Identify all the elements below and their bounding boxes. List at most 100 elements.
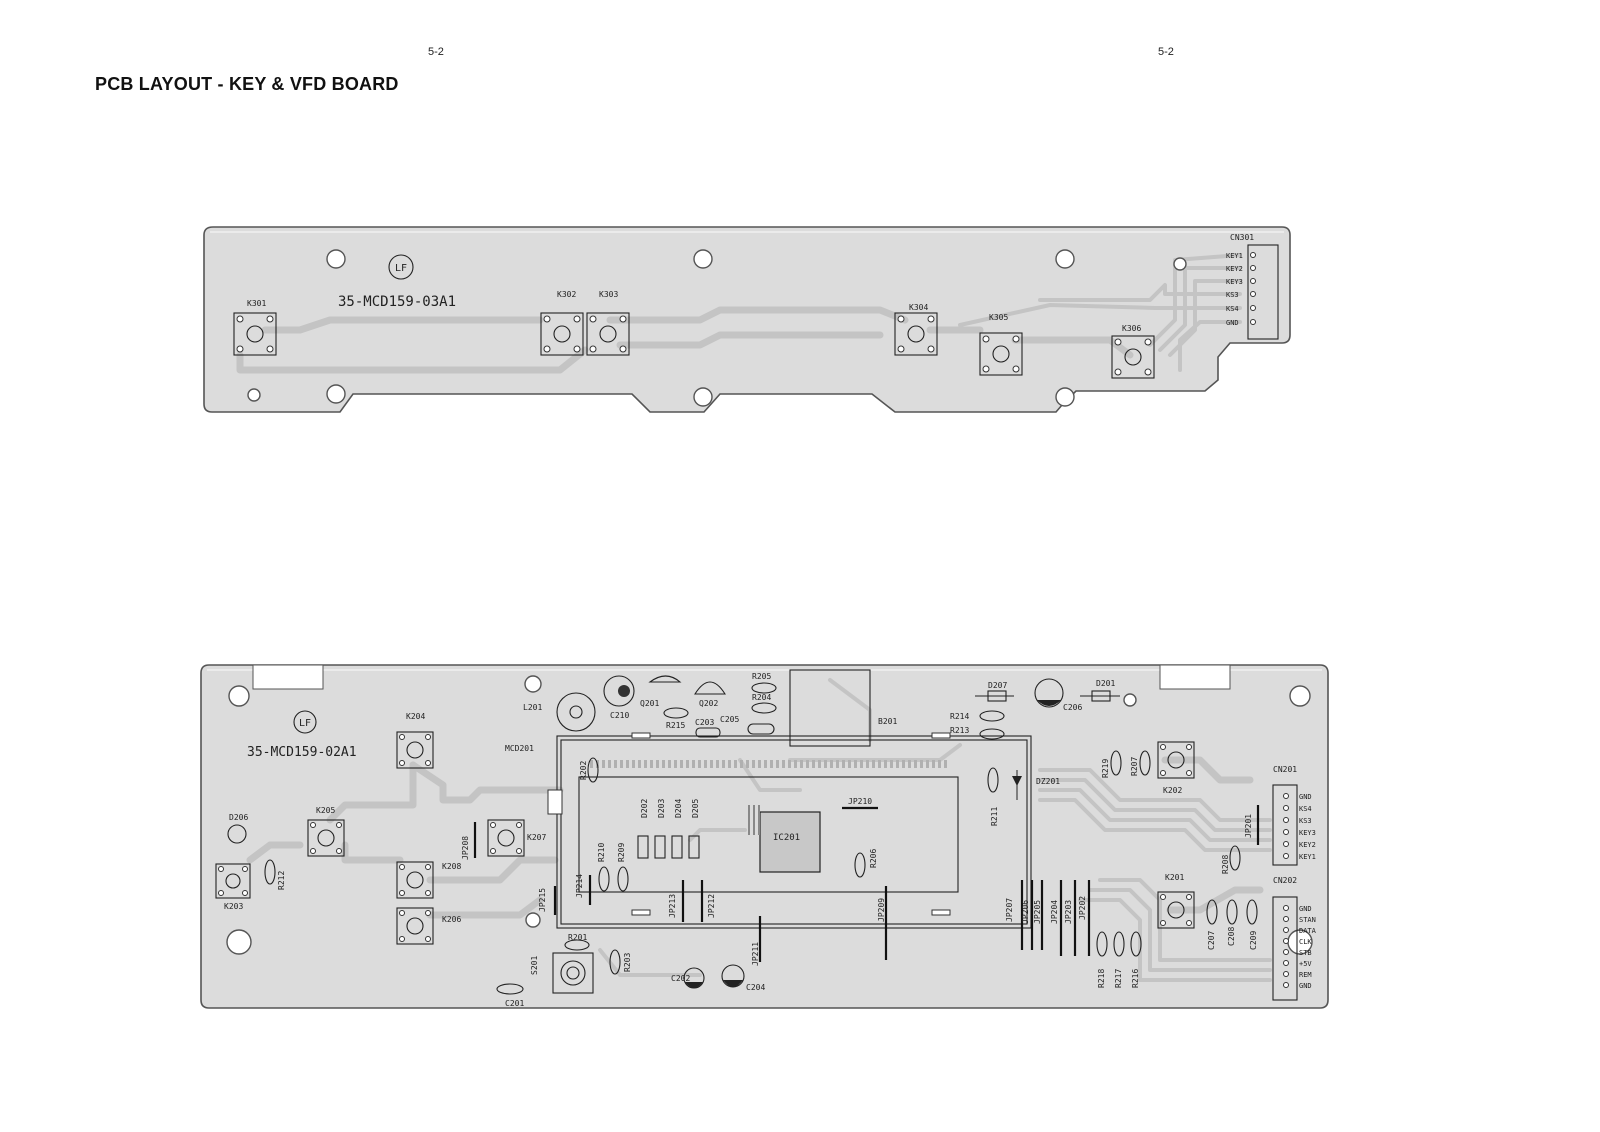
mounting-hole <box>247 388 261 402</box>
jumper-jp212: JP212 <box>700 880 716 922</box>
switch-k304: K304 <box>894 303 938 356</box>
connector-cn201: CN201 GND KS4 KS3 KEY3 KEY2 KEY1 <box>1272 765 1316 866</box>
component-label: JP209 <box>877 898 886 922</box>
component-label: D206 <box>229 813 248 822</box>
component-label: C207 <box>1207 931 1216 950</box>
component-label: D207 <box>988 681 1007 690</box>
connector-pin-label: GND <box>1299 793 1312 801</box>
component-label: JP204 <box>1050 900 1059 924</box>
component-label: R216 <box>1131 969 1140 988</box>
switch-label: K204 <box>406 712 425 721</box>
connector-pin-label: GND <box>1226 319 1239 327</box>
capacitor-c209: C209 <box>1246 899 1258 950</box>
buzzer-b201 <box>789 669 871 747</box>
component-label: B201 <box>878 717 897 726</box>
connector-ref: CN301 <box>1230 233 1254 242</box>
connector-pin-label: KS4 <box>1226 305 1239 313</box>
component-label: JP202 <box>1078 896 1087 920</box>
component-label: R210 <box>597 843 606 862</box>
capacitor-c205: C205 <box>720 715 775 735</box>
jumper-jp202: JP202 <box>1078 880 1091 956</box>
jumper-jp207: JP207 <box>1005 880 1024 950</box>
component-label: R211 <box>990 807 999 826</box>
lf-mark <box>388 254 414 280</box>
resistor-r213: R213 <box>950 726 1005 740</box>
switch-label: K205 <box>316 806 335 815</box>
component-label: R212 <box>277 871 286 890</box>
diode-d202: D202 <box>637 799 649 859</box>
connector-pin-label: REM <box>1299 971 1312 979</box>
switch-label: K202 <box>1163 786 1182 795</box>
vfd-tab <box>931 909 951 916</box>
resistor-r218: R218 <box>1096 931 1108 988</box>
component-label: D201 <box>1096 679 1115 688</box>
jumper-jp213: JP213 <box>668 880 685 922</box>
key-board: LF 35-MCD159-03A1 K301 K302 K303 <box>203 226 1291 413</box>
switch-k207: K207 <box>487 819 546 857</box>
connector-cn202: CN202 GND STAN DATA CLK STB +5V REM GND <box>1272 876 1317 1001</box>
connector-pin-label: KEY2 <box>1226 265 1243 273</box>
component-label: R202 <box>579 761 588 780</box>
jumper-jp215: JP215 <box>538 886 557 915</box>
mounting-hole <box>693 387 713 407</box>
mounting-hole <box>693 249 713 269</box>
inductor-l201: L201 <box>523 692 596 732</box>
component-label: JP210 <box>848 797 872 806</box>
switch-s201: S201 <box>530 952 594 994</box>
mounting-hole <box>524 675 542 693</box>
component-label: R207 <box>1130 757 1139 776</box>
switch-label: K207 <box>527 833 546 842</box>
resistor-r212: R212 <box>264 859 286 890</box>
board-notch <box>1159 664 1231 690</box>
component-label: JP206 <box>1021 900 1030 924</box>
component-label: C202 <box>671 974 690 983</box>
component-label: R213 <box>950 726 969 735</box>
jumper-jp206: JP206 <box>1021 880 1034 950</box>
vfd-tab <box>631 909 651 916</box>
mounting-hole <box>326 249 346 269</box>
component-label: IC201 <box>773 833 800 843</box>
jumper-jp214: JP214 <box>575 874 592 905</box>
component-label: DZ201 <box>1036 777 1060 786</box>
jumper-jp208: JP208 <box>461 822 477 860</box>
switch-label: K206 <box>442 915 461 924</box>
mounting-hole <box>1055 387 1075 407</box>
zener-dz201: DZ201 <box>1012 770 1060 800</box>
component-label: D202 <box>640 799 649 818</box>
jumper-jp201: JP201 <box>1244 805 1260 845</box>
switch-k302: K302 <box>540 290 584 356</box>
page-number-right: 5-2 <box>1158 46 1174 58</box>
mounting-hole <box>226 929 252 955</box>
resistor-r210: R210 <box>597 843 610 892</box>
capacitor-c210: C210 <box>603 675 635 720</box>
connector-pin-label: STB <box>1299 949 1312 957</box>
capacitor-c203: C203 <box>695 718 721 738</box>
lf-mark-label: LF <box>299 718 311 729</box>
component-label: JP203 <box>1064 900 1073 924</box>
resistor-r217: R217 <box>1113 931 1125 988</box>
resistor-r214: R214 <box>950 710 1005 722</box>
switch-label: K201 <box>1165 873 1184 882</box>
vfd-side-tab <box>547 789 563 815</box>
component-label: MCD201 <box>505 744 534 753</box>
resistor-r209: R209 <box>617 843 629 892</box>
connector-pin-label: KEY2 <box>1299 841 1316 849</box>
component-label: R219 <box>1101 759 1110 778</box>
mounting-hole <box>525 912 541 928</box>
switch-label: K208 <box>442 862 461 871</box>
component-label: R218 <box>1097 969 1106 988</box>
switch-k301: K301 <box>233 299 277 356</box>
switch-k202: K202 <box>1157 741 1195 795</box>
component-label: C209 <box>1249 931 1258 950</box>
connector-pin-label: KEY1 <box>1226 252 1243 260</box>
component-label: C206 <box>1063 703 1082 712</box>
switch-k201: K201 <box>1157 873 1195 929</box>
resistor-r206: R206 <box>854 849 878 878</box>
diode-d201: D201 <box>1080 679 1120 702</box>
connector-pin-label: KEY1 <box>1299 853 1316 861</box>
component-label: R205 <box>752 672 771 681</box>
capacitor-c206: C206 <box>1034 678 1082 712</box>
component-label: C204 <box>746 983 765 992</box>
connector-ref: CN201 <box>1273 765 1297 774</box>
